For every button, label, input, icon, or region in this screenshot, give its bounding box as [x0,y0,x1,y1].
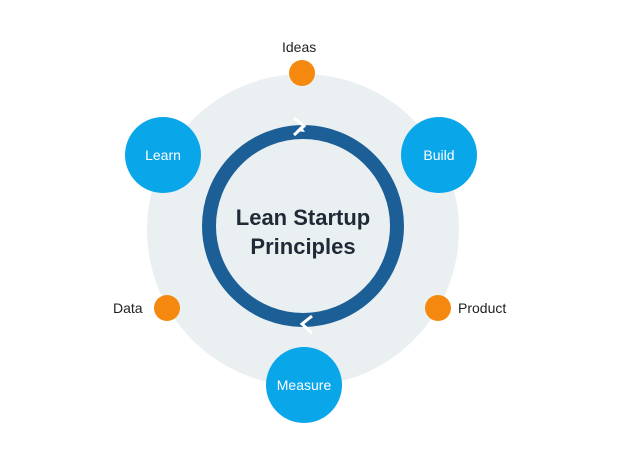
background-disc [147,74,459,386]
diagram-title-line2: Principles [250,234,356,259]
output-label-data: Data [113,300,143,316]
stage-learn: Learn [125,117,201,193]
diagram-title: Lean Startup Principles [203,203,403,261]
stage-learn-label: Learn [145,147,181,163]
cycle-ring [202,125,404,327]
output-dot-product [425,295,451,321]
cycle-arrow-bottom-notch [299,314,314,335]
output-label-product: Product [458,300,507,316]
output-label-ideas: Ideas [282,39,317,55]
diagram-title-line1: Lean Startup [235,205,371,230]
stage-build: Build [401,117,477,193]
output-dot-ideas [289,60,315,86]
stage-measure-label: Measure [276,377,332,393]
stage-measure: Measure [266,347,342,423]
stage-build-label: Build [423,147,455,163]
cycle-arrow-top-notch [292,116,307,137]
output-dot-data [154,295,180,321]
